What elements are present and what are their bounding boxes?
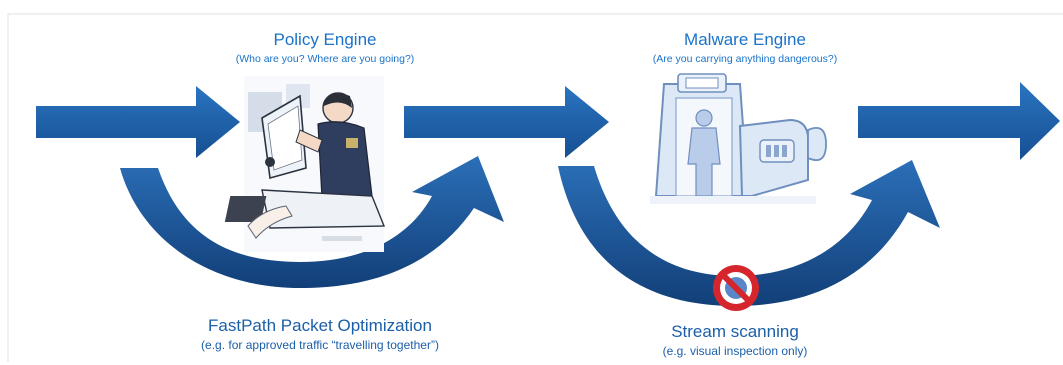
stream-scanning-title: Stream scanning xyxy=(671,322,799,341)
frame-border xyxy=(7,13,1063,362)
policy-engine-subtitle: (Who are you? Where are you going?) xyxy=(235,53,415,65)
malware-engine-label: Malware Engine (Are you carrying anythin… xyxy=(610,30,880,65)
flow-arrow-1 xyxy=(36,86,240,158)
malware-engine-subtitle: (Are you carrying anything dangerous?) xyxy=(652,53,838,65)
policy-engine-label: Policy Engine (Who are you? Where are yo… xyxy=(200,30,450,65)
policy-engine-title: Policy Engine xyxy=(273,30,377,49)
airport-security-officer-illustration xyxy=(224,76,386,252)
malware-engine-title: Malware Engine xyxy=(684,30,806,49)
fastpath-title: FastPath Packet Optimization xyxy=(208,316,432,335)
stream-scanning-subtitle: (e.g. visual inspection only) xyxy=(662,344,808,358)
fastpath-label: FastPath Packet Optimization (e.g. for a… xyxy=(150,316,490,352)
stream-scanning-curved-arrow xyxy=(558,160,940,306)
body-scanner-illustration xyxy=(650,73,827,204)
fastpath-subtitle: (e.g. for approved traffic “travelling t… xyxy=(201,338,439,352)
flow-arrow-3 xyxy=(858,82,1060,160)
stream-scanning-label: Stream scanning (e.g. visual inspection … xyxy=(620,322,850,358)
prohibited-icon xyxy=(713,265,759,311)
fastpath-curved-arrow xyxy=(120,156,504,288)
flow-arrow-2 xyxy=(404,86,609,158)
